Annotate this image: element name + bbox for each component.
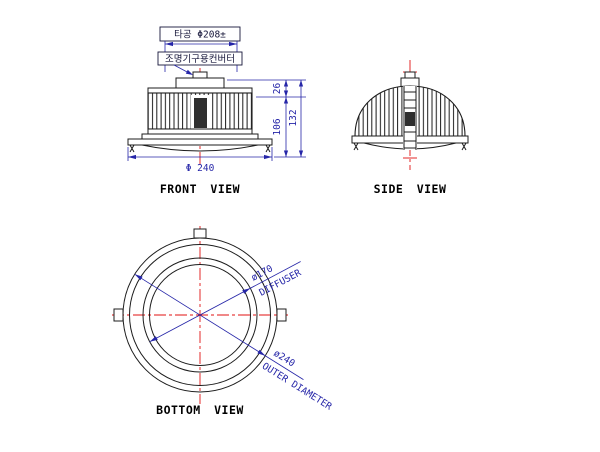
diffuser-outer-circle	[142, 257, 258, 373]
diffuser-inner-circle	[149, 264, 251, 366]
front-view: 타공 Φ208± 조명기구용컨버터 26 106 132 Φ 240	[127, 26, 306, 196]
mount-spring-left	[129, 144, 135, 153]
tab-top	[193, 228, 207, 239]
tab-left	[113, 308, 124, 322]
cutout-label-box	[159, 26, 241, 42]
outer-dim-line	[134, 273, 304, 380]
arrow-icon	[283, 90, 289, 97]
arrow-icon	[149, 336, 158, 342]
arrow-icon	[229, 41, 237, 47]
dim-106: 106	[272, 118, 283, 135]
center-socket	[194, 98, 207, 128]
side-view: SIDE VIEW	[351, 60, 469, 196]
dim-flange-diameter: Φ 240	[186, 163, 215, 174]
arrow-icon	[257, 349, 266, 356]
side-spring-left	[353, 142, 359, 151]
cutout-dimension-label: 타공 Φ208±	[174, 30, 226, 41]
front-view-title: FRONT VIEW	[160, 182, 240, 196]
arrow-icon	[283, 150, 289, 157]
side-spring-right	[461, 142, 467, 151]
arrow-icon	[283, 80, 289, 87]
arrow-icon	[242, 288, 251, 294]
converter-label-box	[157, 51, 243, 66]
arrow-icon	[264, 154, 272, 160]
arrow-icon	[165, 41, 173, 47]
converter-label: 조명기구용컨버터	[165, 54, 235, 65]
body-step	[141, 133, 259, 140]
heatsink-top-plate	[147, 87, 253, 94]
bottom-view: ø170 DIFFUSER ø240 OUTER DIAMETER BOTTOM…	[112, 226, 334, 417]
arrow-icon	[128, 154, 136, 160]
arrow-icon	[185, 69, 193, 75]
diffuser-dimension: ø170 DIFFUSER	[149, 261, 303, 343]
trim-flange	[127, 138, 273, 146]
side-view-title: SIDE VIEW	[374, 182, 447, 196]
flange-inner-circle	[129, 244, 271, 386]
arrow-icon	[298, 150, 304, 157]
converter-box	[175, 77, 225, 89]
heatsink-bottom-plate	[147, 128, 253, 135]
side-converter-nub	[404, 71, 416, 79]
bracket-terminal-block	[405, 112, 415, 126]
arrow-icon	[134, 274, 143, 281]
arrow-icon	[283, 97, 289, 104]
arrow-icon	[298, 80, 304, 87]
converter-top-nub	[192, 71, 208, 79]
dim-26: 26	[272, 83, 283, 95]
mount-spring-right	[265, 144, 271, 153]
diffuser-dim-line	[149, 261, 301, 343]
dim-132: 132	[288, 109, 299, 126]
tab-right	[276, 308, 287, 322]
dim-outer-name: OUTER DIAMETER	[260, 361, 334, 413]
bottom-view-title: BOTTOM VIEW	[156, 403, 244, 417]
diffuser-lens-arc	[141, 144, 259, 152]
